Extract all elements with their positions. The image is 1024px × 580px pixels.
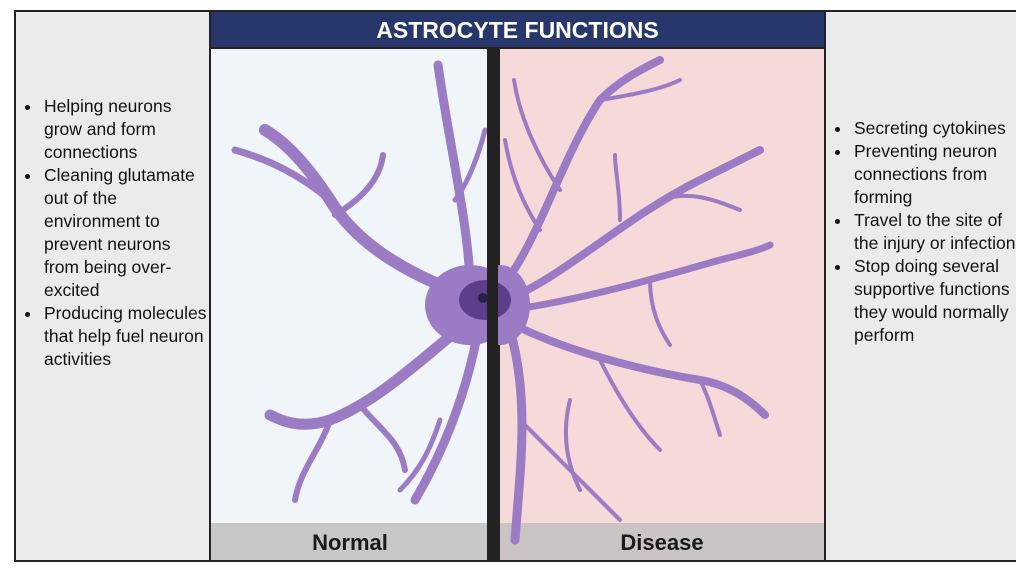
normal-functions-panel: Helping neurons grow and form connection… xyxy=(16,12,209,560)
list-item: Secreting cytokines xyxy=(852,117,1016,140)
disease-functions-panel: Secreting cytokines Preventing neuron co… xyxy=(826,12,1016,560)
list-item: Stop doing several supportive functions … xyxy=(852,255,1016,347)
list-item: Producing molecules that help fuel neuro… xyxy=(42,302,209,371)
normal-label: Normal xyxy=(211,523,489,560)
disease-label: Disease xyxy=(500,523,824,560)
astrocyte-illustration: ASTROCYTE FUNCTIONS Normal Disease xyxy=(209,12,826,560)
normal-functions-list: Helping neurons grow and form connection… xyxy=(16,95,209,371)
disease-pane: Disease xyxy=(500,49,824,560)
normal-pane: Normal xyxy=(211,49,489,560)
diagram-title: ASTROCYTE FUNCTIONS xyxy=(211,12,824,47)
list-item: Travel to the site of the injury or infe… xyxy=(852,209,1016,255)
list-item: Preventing neuron connections from formi… xyxy=(852,140,1016,209)
list-item: Helping neurons grow and form connection… xyxy=(42,95,209,164)
disease-functions-list: Secreting cytokines Preventing neuron co… xyxy=(826,117,1016,347)
diagram-frame: Helping neurons grow and form connection… xyxy=(14,10,1016,562)
list-item: Cleaning glutamate out of the environmen… xyxy=(42,164,209,302)
